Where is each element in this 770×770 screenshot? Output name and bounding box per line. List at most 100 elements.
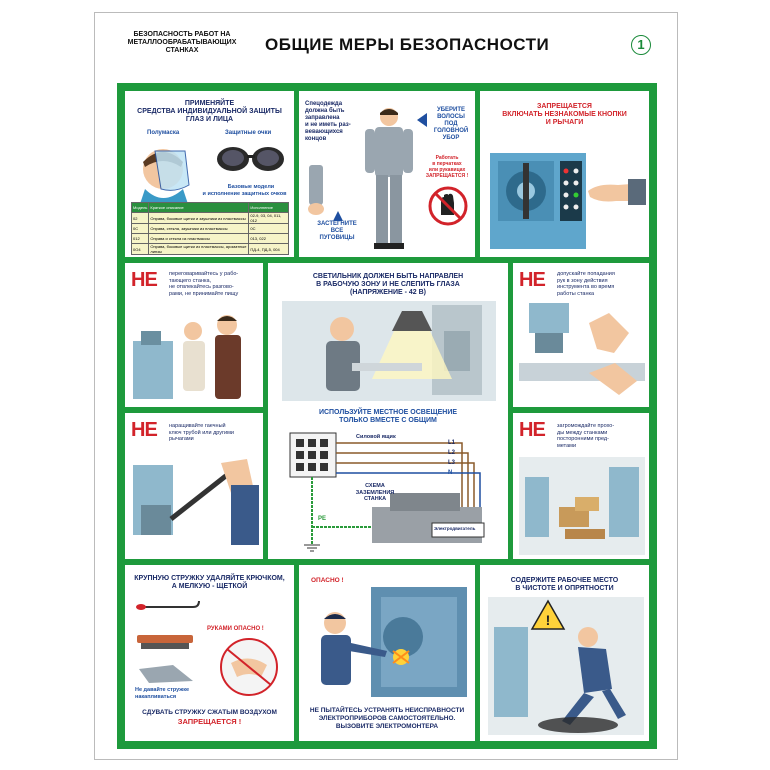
p5-line3: (НАПРЯЖЕНИЕ - 42 В) bbox=[350, 289, 426, 296]
table-cell: 0О4 bbox=[130, 243, 150, 255]
warning-triangle-icon bbox=[530, 599, 566, 630]
p2-right-line: ГОЛОВНОЙ bbox=[433, 128, 469, 134]
panel-unfamiliar-buttons: ЗАПРЕЩАЕТСЯ ВКЛЮЧАТЬ НЕЗНАКОМЫЕ КНОПКИ И… bbox=[480, 91, 649, 257]
p2-left-line: Спецодежда bbox=[305, 101, 343, 107]
electrical-cabinet-illustration bbox=[321, 587, 467, 697]
p1-line1: ПРИМЕНЯЙТЕ bbox=[184, 100, 235, 107]
p2-warn-text: Работать в перчатках или рукавицах ЗАПРЕ… bbox=[421, 155, 473, 179]
p10-bottom1: НЕ ПЫТАЙТЕСЬ УСТРАНЯТЬ НЕИСПРАВНОСТИ bbox=[309, 707, 465, 714]
p2-warn-line: в перчатках bbox=[432, 161, 462, 167]
lamp-machine-illustration bbox=[282, 301, 496, 401]
p10-bottom2: ЭЛЕКТРОПРИБОРОВ САМОСТОЯТЕЛЬНО. bbox=[318, 715, 456, 722]
table-header: Краткое описание bbox=[148, 202, 250, 213]
p9-line2: А МЕЛКУЮ - ЩЕТКОЙ bbox=[171, 583, 248, 590]
p5-mid2: ТОЛЬКО ВМЕСТЕ С ОБЩИМ bbox=[339, 417, 437, 424]
p5-scheme-line: СТАНКА bbox=[363, 496, 387, 502]
table-cell: 0С bbox=[130, 223, 150, 234]
p5-l2: L2 bbox=[448, 450, 456, 456]
table-cell: Оправа и стекла из пластмассы bbox=[148, 233, 250, 244]
p2-right-line: ПОД bbox=[444, 121, 458, 127]
p4-line: рами, не принимайте пищу bbox=[169, 290, 239, 297]
wrench-on-pipe-illustration bbox=[133, 459, 259, 545]
p5-mid1: ИСПОЛЬЗУЙТЕ МЕСТНОЕ ОСВЕЩЕНИЕ bbox=[318, 409, 458, 416]
p11-line1: СОДЕРЖИТЕ РАБОЧЕЕ МЕСТО bbox=[510, 577, 619, 584]
p8-line: посторонними пред- bbox=[557, 436, 609, 442]
p4-line: не отвлекайтесь разгово- bbox=[169, 284, 234, 290]
p2-left-line: вевающихся bbox=[305, 129, 343, 135]
p5-box-label: Силовой ящик bbox=[356, 434, 396, 440]
p6-line: допускайте попадания bbox=[557, 271, 615, 277]
ne-label: НЕ bbox=[131, 419, 158, 441]
p2-bottom-line: ЗАСТЕГНИТЕ bbox=[317, 221, 357, 227]
safety-glasses-illustration bbox=[217, 147, 284, 171]
p2-right-line: УБЕРИТЕ bbox=[436, 107, 466, 113]
p2-right-text: УБЕРИТЕ ВОЛОСЫ ПОД ГОЛОВНОЙ УБОР bbox=[429, 107, 473, 142]
p1-mask-label: Полумаска bbox=[147, 130, 180, 136]
table-cell: ПД-4, ПД-5, 004 bbox=[248, 243, 289, 255]
table-cell: 0С bbox=[248, 223, 289, 234]
p6-line: инструмента во время bbox=[557, 284, 615, 290]
p5-l1: L1 bbox=[448, 440, 456, 446]
p6-line: работы станка bbox=[557, 290, 595, 297]
slipping-worker-illustration: ! bbox=[488, 597, 644, 735]
p9-line1: КРУПНУЮ СТРУЖКУ УДАЛЯЙТЕ КРЮЧКОМ, bbox=[134, 575, 285, 582]
panel-chip-removal: КРУПНУЮ СТРУЖКУ УДАЛЯЙТЕ КРЮЧКОМ, А МЕЛК… bbox=[125, 565, 294, 741]
panel-lighting-grounding: СВЕТИЛЬНИК ДОЛЖЕН БЫТЬ НАПРАВЛЕН В РАБОЧ… bbox=[268, 263, 508, 559]
panel-clutter: НЕ загромождайте прохо- ды между станкам… bbox=[513, 413, 649, 559]
p8-line: загромождайте прохо- bbox=[557, 423, 615, 429]
p2-left-line: заправлена bbox=[305, 115, 340, 121]
cluttered-aisle-illustration bbox=[519, 457, 645, 555]
p9-note: Не давайте стружке накапливаться bbox=[135, 687, 189, 700]
arrow-left-icon bbox=[417, 113, 427, 127]
p10-bottom3: ВЫЗОВИТЕ ЭЛЕКТРОМОНТЕРА bbox=[335, 723, 439, 730]
poster-subtitle: БЕЗОПАСНОСТЬ РАБОТ НА МЕТАЛЛООБРАБАТЫВАЮ… bbox=[127, 31, 237, 54]
p10-danger: ОПАСНО ! bbox=[311, 577, 344, 584]
table-cell: 02-9, 03, 04, 011, 012 bbox=[248, 212, 289, 224]
p3-line3: И РЫЧАГИ bbox=[545, 119, 584, 126]
p8-line: ды между станками bbox=[557, 429, 608, 436]
p9-hands-warning: РУКАМИ ОПАСНО ! bbox=[207, 626, 264, 632]
arrow-up-icon bbox=[333, 211, 343, 221]
p2-bottom-line: ПУГОВИЦЫ bbox=[319, 235, 355, 241]
panel-wrench-extension: НЕ наращивайте гаечный ключ трубой или д… bbox=[125, 413, 263, 559]
poster-number: 1 bbox=[631, 35, 651, 55]
p2-warn-line: Работать bbox=[435, 155, 459, 161]
p6-text: допускайте попадания рук в зону действия… bbox=[557, 271, 647, 297]
face-shield-illustration bbox=[139, 149, 190, 207]
safety-poster: БЕЗОПАСНОСТЬ РАБОТ НА МЕТАЛЛООБРАБАТЫВАЮ… bbox=[94, 12, 678, 760]
hands-near-tool-illustration bbox=[519, 303, 645, 395]
p5-l3: L3 bbox=[448, 460, 456, 466]
panel-cleanliness: СОДЕРЖИТЕ РАБОЧЕЕ МЕСТО В ЧИСТОТЕ И ОПРЯ… bbox=[480, 565, 649, 741]
p5-line1: СВЕТИЛЬНИК ДОЛЖЕН БЫТЬ НАПРАВЛЕН bbox=[312, 273, 464, 280]
table-header: Исполнение bbox=[248, 202, 289, 213]
panel-workwear: Спецодежда должна быть заправлена и не и… bbox=[299, 91, 475, 257]
table-cell: Оправа, боковые щитки и заушники из плас… bbox=[148, 212, 250, 224]
p2-warn-line: или рукавицах bbox=[428, 167, 466, 173]
no-gloves-icon bbox=[428, 186, 468, 226]
svg-text:!: ! bbox=[546, 612, 551, 628]
p2-right-line: ВОЛОСЫ bbox=[437, 114, 465, 120]
p3-line2: ВКЛЮЧАТЬ НЕЗНАКОМЫЕ КНОПКИ bbox=[502, 111, 627, 118]
ne-label: НЕ bbox=[519, 419, 546, 441]
p2-left-text: Спецодежда должна быть заправлена и не и… bbox=[305, 101, 351, 143]
p6-line: рук в зону действия bbox=[557, 277, 608, 284]
table-cell: 012 bbox=[130, 233, 150, 244]
panel-grid: ПРИМЕНЯЙТЕ СРЕДСТВА ИНДИВИДУАЛЬНОЙ ЗАЩИТ… bbox=[117, 83, 657, 749]
p5-motor-label: Электродвигатель bbox=[434, 526, 476, 531]
p2-left-line: и не иметь раз- bbox=[305, 122, 351, 128]
table-cell: Оправа, боковые щитки из пластмассы, аро… bbox=[148, 243, 250, 255]
p2-left-line: концов bbox=[305, 136, 327, 142]
panel-hands-tool-zone: НЕ допускайте попадания рук в зону дейст… bbox=[513, 263, 649, 407]
poster-title: ОБЩИЕ МЕРЫ БЕЗОПАСНОСТИ bbox=[265, 35, 550, 54]
p5-line2: В РАБОЧУЮ ЗОНУ И НЕ СЛЕПИТЬ ГЛАЗА bbox=[316, 281, 460, 288]
table-header: Модель bbox=[130, 202, 150, 213]
ne-label: НЕ bbox=[131, 269, 158, 291]
p5-n: N bbox=[448, 470, 453, 476]
panel-no-talking: НЕ переговаривайтесь у рабо- тающего ста… bbox=[125, 263, 263, 407]
p2-bottom-text: ЗАСТЕГНИТЕ ВСЕ ПУГОВИЦЫ bbox=[313, 221, 361, 242]
table-cell: 013, 022 bbox=[248, 233, 289, 244]
p9-note-line: Не давайте стружке bbox=[135, 687, 190, 693]
p11-line2: В ЧИСТОТЕ И ОПРЯТНОСТИ bbox=[515, 585, 614, 592]
